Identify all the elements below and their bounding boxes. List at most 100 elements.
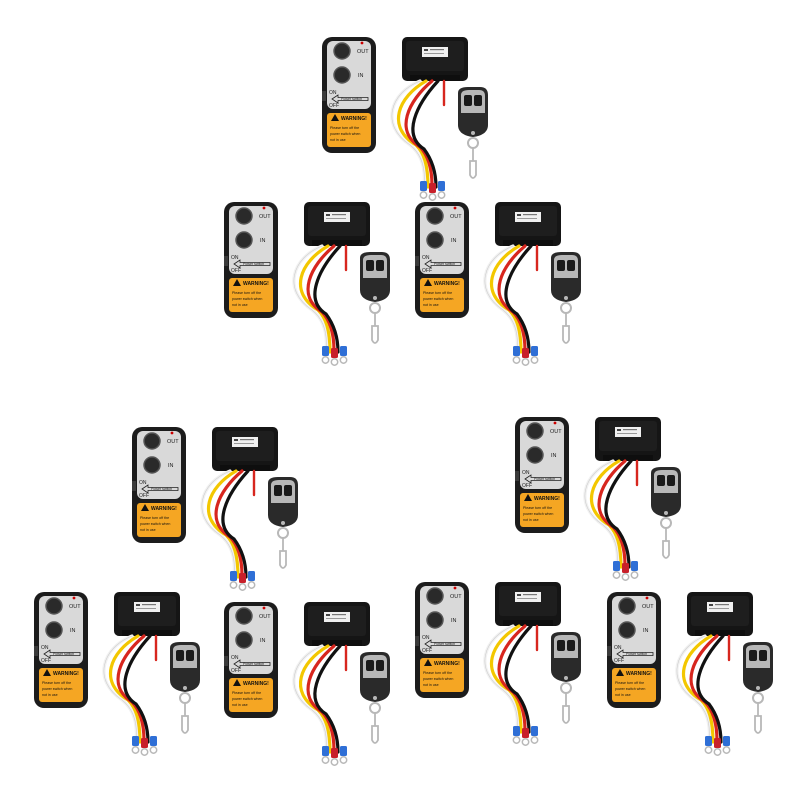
warning-line-3: not in use [423,683,439,687]
red-terminal [714,738,721,748]
warning-title: WARNING! [626,671,652,677]
blue-terminal [230,571,237,581]
warning-triangle-icon [524,494,532,501]
warning-line-1: Please turn off the [523,506,552,510]
receiver-sticker [324,212,350,222]
out-label: OUT [357,49,369,55]
red-terminal [622,563,629,573]
on-label: ON [422,635,430,641]
on-label: ON [231,255,239,261]
key-fob-remote [458,87,488,179]
fob-button-2[interactable] [759,650,767,661]
fob-button-2[interactable] [474,95,482,106]
in-label: IN [451,618,457,624]
blue-terminal [340,746,347,756]
in-label: IN [70,628,76,634]
out-button[interactable] [143,432,161,450]
power-switch[interactable] [34,646,38,656]
warning-triangle-icon [424,659,432,666]
power-switch[interactable] [224,656,228,666]
kit-illustration: OUT IN ON OFF Power switch WARNING! Plea… [607,592,773,756]
winch-remote-kit: OUT IN ON OFF Power switch WARNING! Plea… [32,590,212,760]
warning-title: WARNING! [243,681,269,687]
key-ring [467,137,479,149]
in-label: IN [260,638,266,644]
key-fob-remote [551,252,581,344]
out-label: OUT [259,214,271,220]
out-button[interactable] [333,42,351,60]
fob-button-2[interactable] [284,485,292,496]
in-button[interactable] [143,456,161,474]
out-button[interactable] [426,207,444,225]
arrow-icon [141,484,179,494]
key-ring [369,702,381,714]
in-button[interactable] [235,631,253,649]
key-fob-remote [360,252,390,344]
in-button[interactable] [333,66,351,84]
out-button[interactable] [45,597,63,615]
fob-button-1[interactable] [366,260,374,271]
power-switch[interactable] [607,646,611,656]
off-label: OFF [422,648,432,654]
arrow-icon [233,259,271,269]
in-button[interactable] [235,231,253,249]
handheld-remote: OUT IN ON OFF Power switch WARNING! Plea… [224,602,278,718]
power-switch[interactable] [415,636,419,646]
warning-line-2: power switch when [232,297,262,301]
out-button[interactable] [235,607,253,625]
lobster-clasp [754,703,762,734]
wire-harness [483,244,539,354]
in-button[interactable] [426,231,444,249]
blue-terminal [531,346,538,356]
power-switch[interactable] [515,471,519,481]
power-switch[interactable] [132,481,136,491]
fob-button-2[interactable] [567,640,575,651]
fob-button-1[interactable] [366,660,374,671]
fob-button-2[interactable] [186,650,194,661]
handheld-remote: OUT IN ON OFF Power switch WARNING! Plea… [322,37,376,153]
power-switch[interactable] [224,256,228,266]
out-button[interactable] [526,422,544,440]
wire-terminals [321,346,348,366]
receiver-box [595,417,661,461]
wire-terminals [704,736,731,756]
power-switch[interactable] [415,256,419,266]
fob-button-2[interactable] [567,260,575,271]
fob-button-1[interactable] [274,485,282,496]
in-button[interactable] [45,621,63,639]
out-button[interactable] [235,207,253,225]
fob-button-2[interactable] [376,660,384,671]
in-button[interactable] [618,621,636,639]
warning-line-3: not in use [523,518,539,522]
warning-line-1: Please turn off the [423,291,452,295]
receiver-sticker [422,47,448,57]
fob-button-1[interactable] [749,650,757,661]
in-button[interactable] [426,611,444,629]
fob-button-2[interactable] [376,260,384,271]
in-button[interactable] [526,446,544,464]
fob-button-1[interactable] [557,640,565,651]
off-label: OFF [422,268,432,274]
warning-line-3: not in use [615,693,631,697]
power-switch-label: Power switch [434,642,455,646]
warning-line-1: Please turn off the [615,681,644,685]
warning-triangle-icon [331,114,339,121]
receiver-box [304,202,370,246]
warning-title: WARNING! [534,496,560,502]
power-switch[interactable] [322,91,326,101]
out-button[interactable] [426,587,444,605]
fob-button-1[interactable] [557,260,565,271]
lobster-clasp [371,713,379,744]
out-button[interactable] [618,597,636,615]
fob-button-1[interactable] [464,95,472,106]
blue-terminal [613,561,620,571]
receiver-sticker [707,602,733,612]
power-switch-label: Power switch [434,262,455,266]
warning-triangle-icon [233,679,241,686]
warning-triangle-icon [233,279,241,286]
blue-terminal [723,736,730,746]
warning-line-3: not in use [140,528,156,532]
fob-button-1[interactable] [176,650,184,661]
fob-button-1[interactable] [657,475,665,486]
fob-button-2[interactable] [667,475,675,486]
